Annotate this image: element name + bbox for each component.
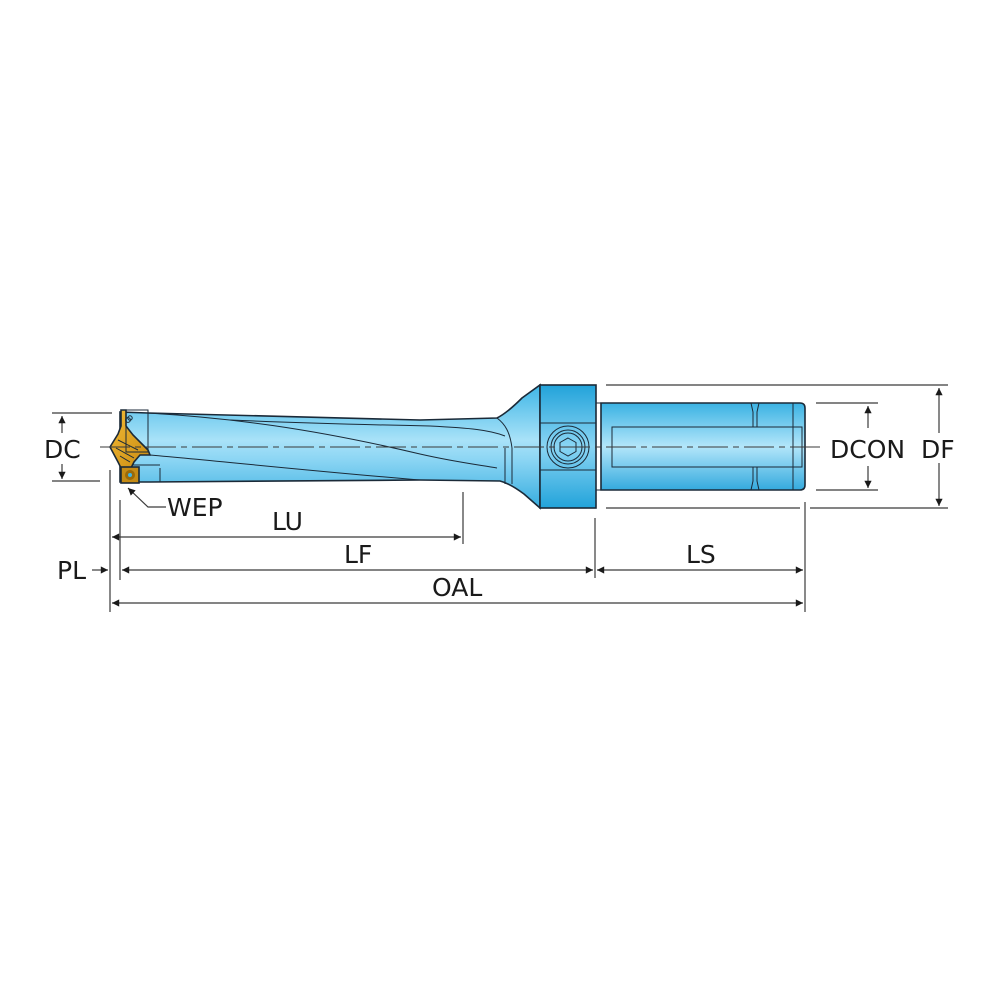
label-df: DF (921, 435, 955, 464)
label-lf: LF (344, 540, 372, 569)
label-oal: OAL (432, 573, 482, 602)
label-wep: WEP (167, 493, 223, 522)
label-dcon: DCON (830, 435, 905, 464)
dimension-lines (52, 384, 948, 612)
dimension-labels: DC WEP LU LF LS PL OAL DCON DF (44, 435, 955, 602)
cutting-insert (109, 409, 152, 484)
label-pl: PL (57, 556, 86, 585)
drill-tool (100, 383, 820, 510)
label-ls: LS (686, 540, 716, 569)
label-lu: LU (272, 507, 303, 536)
label-dc: DC (44, 435, 81, 464)
